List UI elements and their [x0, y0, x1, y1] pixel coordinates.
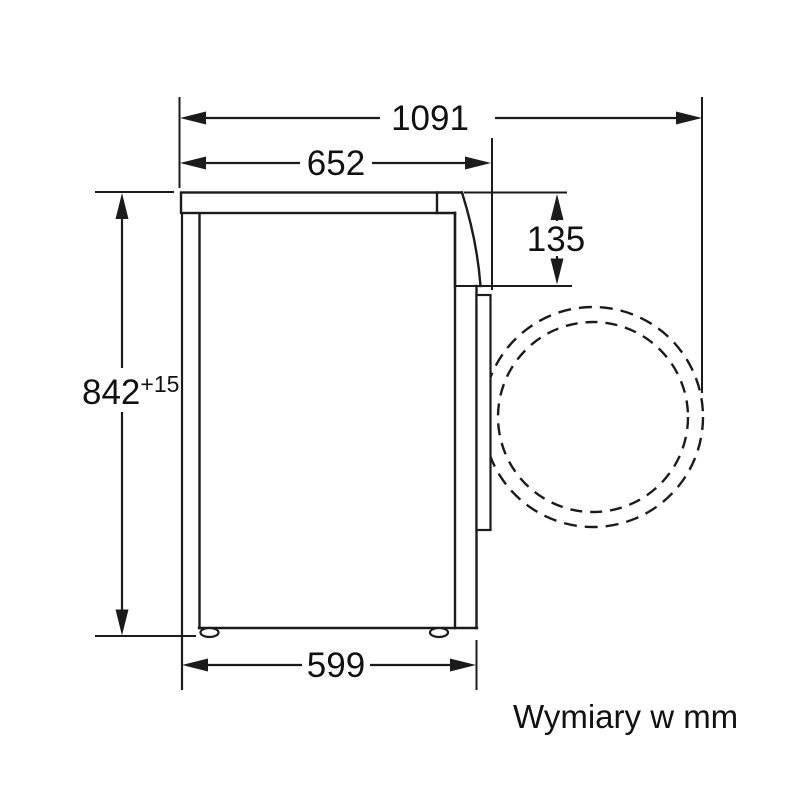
arrow-left-icon	[182, 658, 208, 672]
arrow-up-icon	[115, 193, 129, 219]
worktop	[179, 191, 439, 215]
door-swing-arc	[481, 305, 705, 529]
arrow-right-icon	[465, 156, 491, 170]
foot-left	[199, 626, 220, 639]
machine-outline	[179, 190, 492, 690]
dimension-label-842: 842+15	[82, 371, 179, 412]
dimension-depth-with-door: 652	[180, 144, 491, 183]
caption-units: Wymiary w mm	[513, 698, 738, 735]
dimension-label-1091: 1091	[391, 99, 469, 138]
arrow-right-icon	[450, 658, 476, 672]
arrow-down-icon	[550, 258, 564, 285]
dimension-depth-door-open: 1091	[180, 99, 702, 138]
door	[475, 293, 492, 532]
dimension-label-599: 599	[307, 646, 365, 685]
dimension-label-135: 135	[527, 220, 585, 259]
arrow-down-icon	[115, 609, 129, 636]
arrow-up-icon	[550, 194, 564, 220]
arrow-left-icon	[180, 156, 206, 170]
door-swing-inner-circle	[496, 320, 690, 514]
door-swing-outer-circle	[481, 305, 705, 529]
arrow-left-icon	[180, 111, 206, 125]
extension-lines	[95, 97, 703, 690]
dimension-body-depth: 599	[182, 646, 476, 685]
arrow-right-icon	[676, 111, 702, 125]
fascia-front-curve	[460, 190, 482, 288]
dimension-height: 842+15	[82, 193, 179, 636]
height-value: 842	[82, 373, 140, 412]
dimension-door-top-offset: 135	[527, 194, 585, 285]
dimension-label-652: 652	[307, 144, 365, 183]
foot-right	[428, 626, 450, 639]
height-tolerance: +15	[140, 371, 179, 397]
